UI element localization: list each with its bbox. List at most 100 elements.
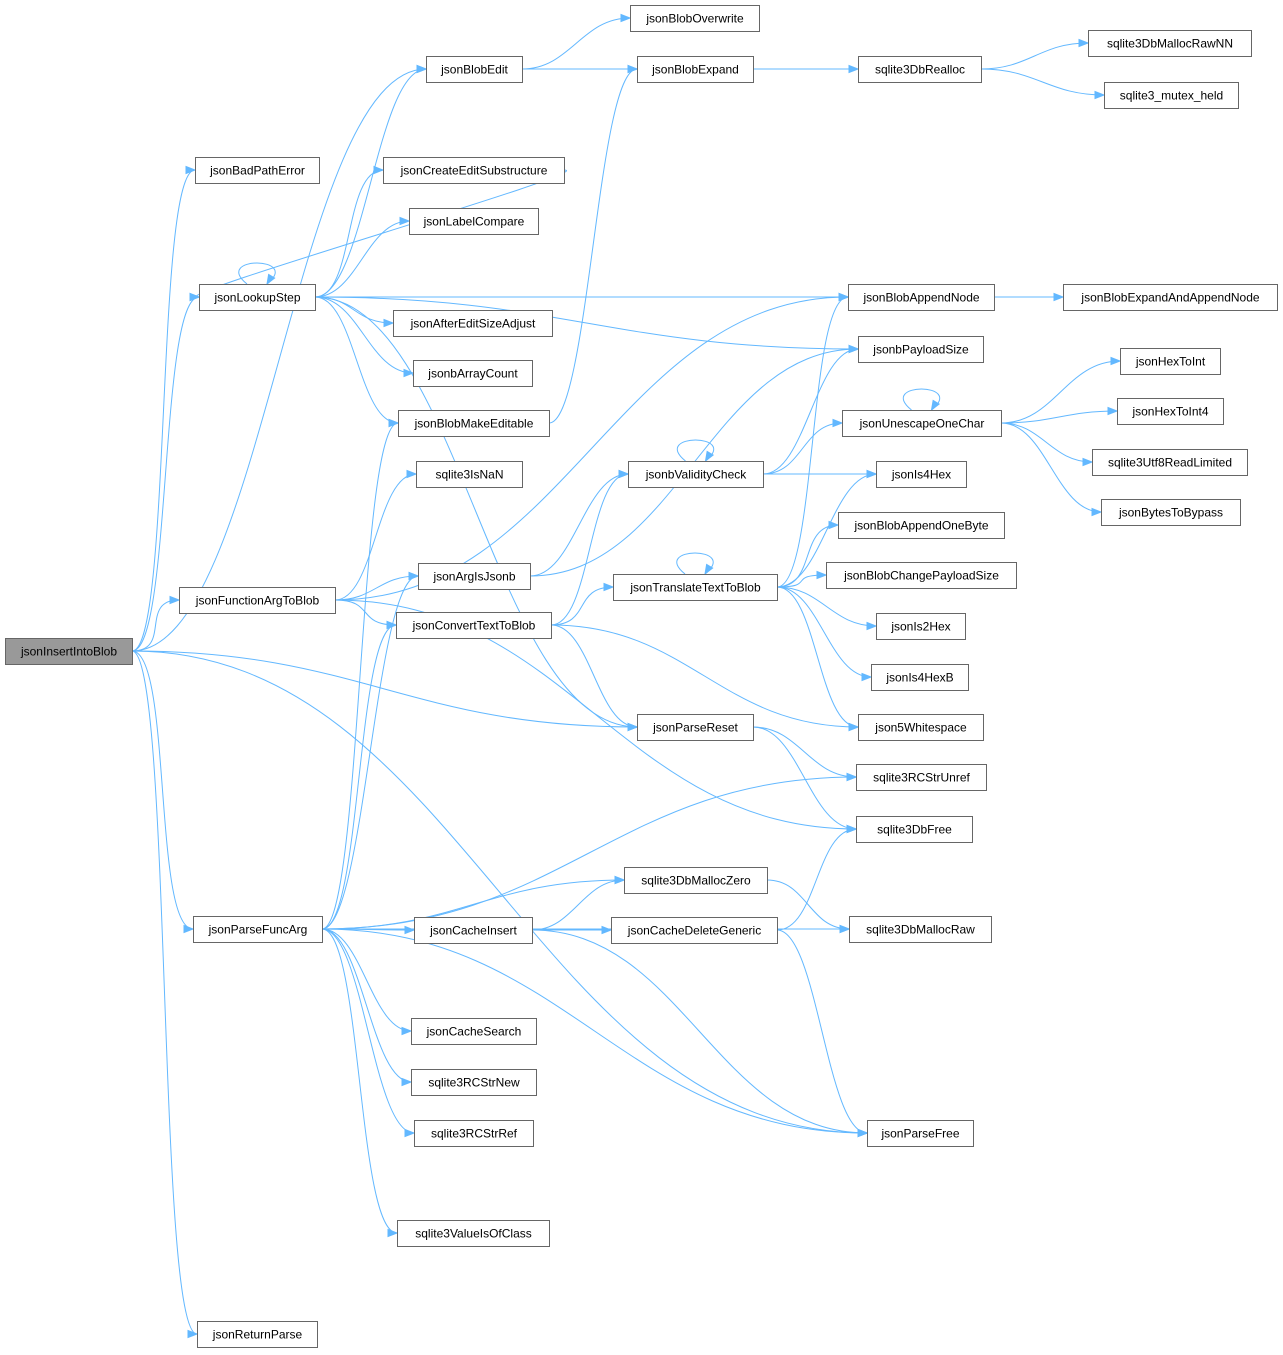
edge-n0-n3-arrowhead bbox=[169, 595, 181, 605]
node-box bbox=[876, 613, 966, 640]
edge-n23-n32-arrowhead bbox=[828, 520, 840, 530]
node-jsonReturnParse[interactable]: jsonReturnParse bbox=[197, 1321, 318, 1348]
node-jsonHexToInt[interactable]: jsonHexToInt bbox=[1120, 348, 1221, 375]
node-sqlite3ValueIsOfClass[interactable]: sqlite3ValueIsOfClass bbox=[397, 1220, 550, 1247]
node-jsonHexToInt4[interactable]: jsonHexToInt4 bbox=[1117, 398, 1224, 425]
edge-n4-n16-arrowhead bbox=[401, 1026, 413, 1036]
node-sqlite3DbFree[interactable]: sqlite3DbFree bbox=[856, 816, 973, 843]
edge-n4-n14-arrowhead bbox=[386, 620, 398, 630]
edge-n23-n36 bbox=[776, 586, 859, 728]
node-jsonBlobChangePayloadSize[interactable]: jsonBlobChangePayloadSize bbox=[826, 562, 1017, 589]
node-sqlite3DbMallocRaw[interactable]: sqlite3DbMallocRaw bbox=[849, 916, 992, 943]
node-jsonInsertIntoBlob[interactable]: jsonInsertIntoBlob bbox=[5, 638, 133, 665]
node-label: sqlite3ValueIsOfClass bbox=[415, 1227, 532, 1241]
edge-n0-n6 bbox=[131, 68, 427, 652]
node-sqlite3RCStrRef[interactable]: sqlite3RCStrRef bbox=[414, 1120, 534, 1147]
node-jsonParseReset[interactable]: jsonParseReset bbox=[637, 714, 754, 741]
node-jsonBytesToBypass[interactable]: jsonBytesToBypass bbox=[1101, 499, 1241, 526]
edge-n14-n24 bbox=[550, 624, 638, 728]
node-sqlite3RCStrUnref[interactable]: sqlite3RCStrUnref bbox=[856, 764, 987, 791]
node-jsonLookupStep[interactable]: jsonLookupStep bbox=[199, 284, 316, 311]
edge-n28-n43-arrowhead bbox=[1053, 292, 1065, 302]
node-jsonbValidityCheck[interactable]: jsonbValidityCheck bbox=[628, 461, 764, 488]
node-box bbox=[414, 917, 533, 944]
edge-n4-n37 bbox=[321, 776, 857, 930]
node-jsonCreateEditSubstructure[interactable]: jsonCreateEditSubstructure bbox=[383, 157, 565, 184]
node-sqlite3DbMallocZero[interactable]: sqlite3DbMallocZero bbox=[624, 867, 768, 894]
node-jsonIs2Hex[interactable]: jsonIs2Hex bbox=[876, 613, 966, 640]
node-jsonBlobExpandAndAppendNode[interactable]: jsonBlobExpandAndAppendNode bbox=[1063, 284, 1278, 311]
node-jsonCacheSearch[interactable]: jsonCacheSearch bbox=[411, 1018, 537, 1045]
edge-n3-n28 bbox=[334, 296, 849, 601]
node-jsonAfterEditSizeAdjust[interactable]: jsonAfterEditSizeAdjust bbox=[393, 310, 553, 337]
edge-n4-n15-arrowhead bbox=[404, 925, 416, 935]
node-jsonBlobExpand[interactable]: jsonBlobExpand bbox=[637, 56, 754, 83]
edge-n0-n1 bbox=[131, 169, 196, 652]
node-jsonBlobMakeEditable[interactable]: jsonBlobMakeEditable bbox=[398, 410, 550, 437]
node-jsonUnescapeOneChar[interactable]: jsonUnescapeOneChar bbox=[842, 410, 1002, 437]
edge-n23-n31 bbox=[776, 473, 877, 588]
node-box bbox=[1092, 449, 1248, 476]
node-box bbox=[613, 574, 778, 601]
node-jsonCacheInsert[interactable]: jsonCacheInsert bbox=[414, 917, 533, 944]
node-sqlite3_mutex_held[interactable]: sqlite3_mutex_held bbox=[1104, 82, 1239, 109]
edge-n3-n12-arrowhead bbox=[406, 469, 418, 479]
edge-n2-n2 bbox=[238, 262, 276, 285]
edge-n2-n29 bbox=[314, 296, 859, 350]
node-jsonTranslateTextToBlob[interactable]: jsonTranslateTextToBlob bbox=[613, 574, 778, 601]
edge-n27-n42-arrowhead bbox=[1094, 90, 1106, 100]
node-jsonIs4HexB[interactable]: jsonIs4HexB bbox=[871, 664, 969, 691]
edge-n22-n29 bbox=[762, 348, 859, 475]
edge-n23-n33-arrowhead bbox=[816, 570, 828, 580]
edge-n14-n23 bbox=[550, 586, 614, 626]
node-jsonArgIsJsonb[interactable]: jsonArgIsJsonb bbox=[418, 563, 531, 590]
node-box bbox=[199, 284, 316, 311]
edge-n2-n6-arrowhead bbox=[416, 64, 428, 74]
node-label: jsonHexToInt4 bbox=[1131, 405, 1208, 419]
edge-n7-n2-arrowhead bbox=[189, 292, 201, 302]
node-sqlite3DbMallocRawNN[interactable]: sqlite3DbMallocRawNN bbox=[1088, 30, 1252, 57]
node-label: jsonFunctionArgToBlob bbox=[195, 594, 320, 608]
node-jsonConvertTextToBlob[interactable]: jsonConvertTextToBlob bbox=[396, 612, 552, 639]
node-jsonLabelCompare[interactable]: jsonLabelCompare bbox=[409, 208, 539, 235]
node-box bbox=[383, 157, 565, 184]
edge-n2-n11 bbox=[314, 296, 399, 424]
edge-n2-n10-arrowhead bbox=[403, 368, 415, 378]
node-label: jsonAfterEditSizeAdjust bbox=[410, 317, 536, 331]
node-sqlite3DbRealloc[interactable]: sqlite3DbRealloc bbox=[858, 56, 982, 83]
node-jsonParseFree[interactable]: jsonParseFree bbox=[867, 1120, 974, 1147]
node-sqlite3RCStrNew[interactable]: sqlite3RCStrNew bbox=[411, 1069, 537, 1096]
node-label: jsonParseReset bbox=[652, 721, 738, 735]
node-label: sqlite3IsNaN bbox=[435, 468, 503, 482]
node-box bbox=[414, 1120, 534, 1147]
node-jsonFunctionArgToBlob[interactable]: jsonFunctionArgToBlob bbox=[179, 587, 336, 614]
node-box bbox=[413, 360, 533, 387]
node-label: jsonBlobAppendOneByte bbox=[853, 519, 988, 533]
edge-n23-n23 bbox=[676, 552, 714, 575]
node-label: jsonBlobEdit bbox=[440, 63, 508, 77]
edge-n27-n41 bbox=[980, 42, 1089, 70]
node-jsonbPayloadSize[interactable]: jsonbPayloadSize bbox=[858, 336, 984, 363]
node-jsonCacheDeleteGeneric[interactable]: jsonCacheDeleteGeneric bbox=[611, 917, 778, 944]
node-jsonParseFuncArg[interactable]: jsonParseFuncArg bbox=[193, 916, 323, 943]
node-box bbox=[409, 208, 539, 235]
node-box bbox=[858, 336, 984, 363]
edge-n23-n32 bbox=[776, 524, 839, 588]
node-jsonBadPathError[interactable]: jsonBadPathError bbox=[195, 157, 320, 184]
edge-n4-n13-arrowhead bbox=[408, 571, 420, 581]
node-box bbox=[624, 867, 768, 894]
node-jsonBlobEdit[interactable]: jsonBlobEdit bbox=[426, 56, 523, 83]
node-label: jsonUnescapeOneChar bbox=[859, 417, 985, 431]
edge-n2-n9-arrowhead bbox=[383, 318, 395, 328]
node-jsonbArrayCount[interactable]: jsonbArrayCount bbox=[413, 360, 533, 387]
edge-n0-n3 bbox=[131, 599, 180, 652]
node-json5Whitespace[interactable]: json5Whitespace bbox=[858, 714, 984, 741]
node-jsonIs4Hex[interactable]: jsonIs4Hex bbox=[876, 461, 967, 488]
node-sqlite3Utf8ReadLimited[interactable]: sqlite3Utf8ReadLimited bbox=[1092, 449, 1248, 476]
node-sqlite3IsNaN[interactable]: sqlite3IsNaN bbox=[416, 461, 523, 488]
node-jsonBlobAppendOneByte[interactable]: jsonBlobAppendOneByte bbox=[838, 512, 1005, 539]
edge-n2-n7-arrowhead bbox=[373, 165, 385, 175]
node-jsonBlobAppendNode[interactable]: jsonBlobAppendNode bbox=[848, 284, 995, 311]
node-jsonBlobOverwrite[interactable]: jsonBlobOverwrite bbox=[630, 5, 760, 32]
